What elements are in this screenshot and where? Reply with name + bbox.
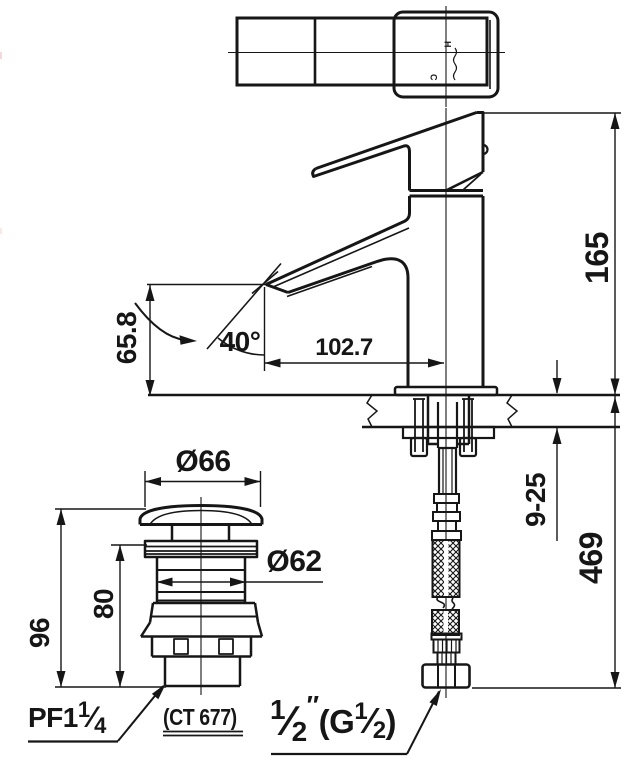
drain-slot	[173, 638, 189, 655]
hose-hex-nut	[421, 663, 471, 689]
cold-marking: C	[428, 74, 439, 80]
hose-break-mark	[451, 597, 456, 610]
top-view	[235, 10, 500, 99]
break-mark	[506, 394, 519, 428]
centerlines	[200, 6, 505, 698]
side-view-faucet	[265, 111, 499, 397]
hot-marking: H	[442, 41, 453, 47]
drain-slot	[218, 638, 234, 655]
drain-thread-denominator: 4	[94, 713, 106, 738]
dim-drain-body-height: 80	[88, 588, 119, 620]
spout-tip-edge	[265, 283, 289, 294]
handle-set-screw	[482, 143, 489, 156]
dim-spout-reach: 102.7	[315, 334, 373, 361]
mounting-hardware	[401, 395, 496, 458]
supply-open: (G	[318, 702, 355, 740]
dim-deck-thickness: 9-25	[520, 472, 551, 528]
supply-numerator-2: 1	[354, 698, 368, 725]
supply-close: )	[385, 702, 397, 740]
clamp-bracket	[401, 425, 496, 440]
arrowheads	[56, 113, 620, 706]
spout-tip-cross-mark	[251, 270, 279, 295]
spout-top-edge	[265, 196, 411, 286]
scan-artifacts	[0, 52, 2, 234]
dim-drain-flange-dia: Ø66	[175, 445, 231, 478]
supply-hose	[421, 448, 471, 689]
drain-cap-dome	[138, 504, 264, 525]
dim-overall-height: 165	[579, 232, 615, 284]
dim-spout-angle: 40°	[219, 326, 261, 357]
dim-supply-length: 469	[573, 532, 609, 584]
drain-assembly	[138, 504, 264, 688]
supply-thread-label: 1 ⁄ 2 ″ (G 1 ⁄ 2 )	[270, 692, 397, 746]
dim-drain-body-dia: Ø62	[266, 545, 322, 578]
mounting-nut	[409, 436, 429, 458]
counter-section	[148, 393, 620, 429]
supply-denominator-1: 2	[291, 716, 308, 747]
flow-direction-curve	[134, 302, 186, 341]
supply-numerator-1: 1	[270, 694, 286, 725]
handle-lever-bottom-edge	[311, 144, 411, 191]
supply-slash-2: ⁄	[367, 700, 373, 741]
dim-drain-total-height: 96	[24, 617, 55, 649]
break-mark	[366, 394, 379, 428]
mounting-nut	[458, 436, 478, 458]
model-code-label: (CT 677)	[163, 704, 237, 730]
dim-spout-height: 65.8	[111, 311, 142, 365]
supply-slash-1: ⁄	[285, 697, 292, 744]
handle-lever-top-edge	[315, 111, 477, 170]
drain-thread-label: PF1 1 ⁄ 4	[28, 699, 106, 737]
hose-break-mark	[436, 596, 446, 609]
temperature-squiggle-mark	[452, 47, 458, 81]
drain-flange	[143, 539, 259, 559]
drain-thread-numerator: 1	[77, 697, 90, 722]
dimension-lines	[28, 112, 621, 756]
drain-thread-prefix: PF1	[28, 702, 78, 733]
angle-reference-line	[206, 262, 282, 350]
drain-thread-slash: ⁄	[89, 701, 95, 734]
supply-denominator-2: 2	[372, 717, 386, 744]
spout-underside-edge	[287, 257, 410, 387]
angle-arc	[217, 337, 265, 356]
supply-inch-mark: ″	[306, 690, 319, 720]
